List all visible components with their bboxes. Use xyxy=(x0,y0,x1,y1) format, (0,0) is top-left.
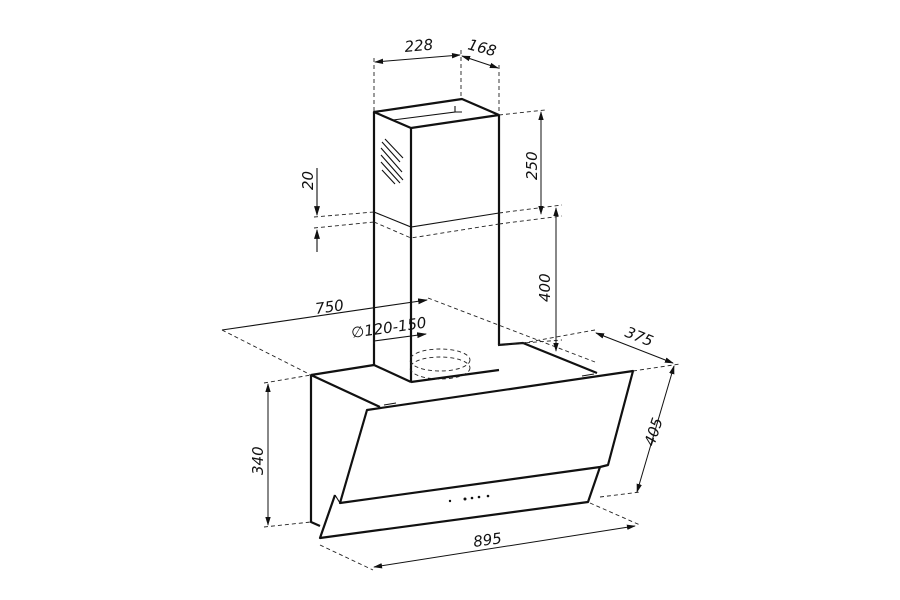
glass-panel-upper xyxy=(338,369,635,505)
dim-20-label: 20 xyxy=(299,171,317,190)
dim-diameter-label: ∅120-150 xyxy=(350,314,428,342)
dim-168-label: 168 xyxy=(466,35,498,60)
vent-grille-icon xyxy=(380,138,404,185)
dim-895-label: 895 xyxy=(472,529,503,551)
dim-750-line xyxy=(221,298,428,331)
dim-250-label: 250 xyxy=(523,151,541,180)
dim-228-label: 228 xyxy=(404,36,434,56)
dim-340-label: 340 xyxy=(249,446,267,475)
dim-diameter-line xyxy=(373,332,427,342)
dim-400-label: 400 xyxy=(536,273,554,302)
dim-895-line xyxy=(373,524,636,569)
dim-750-label: 750 xyxy=(314,296,345,318)
glass-panel-lower xyxy=(318,466,602,540)
dim-405-label: 405 xyxy=(641,415,667,448)
extension-lines xyxy=(221,50,681,571)
dim-405-line xyxy=(636,365,675,493)
hood-body xyxy=(309,341,635,540)
dim-168-line xyxy=(461,55,499,69)
dim-228-line xyxy=(374,52,461,65)
dim-375-label: 375 xyxy=(623,323,656,350)
dim-375-line xyxy=(595,332,674,364)
control-buttons xyxy=(448,494,490,503)
chimney xyxy=(372,97,501,382)
